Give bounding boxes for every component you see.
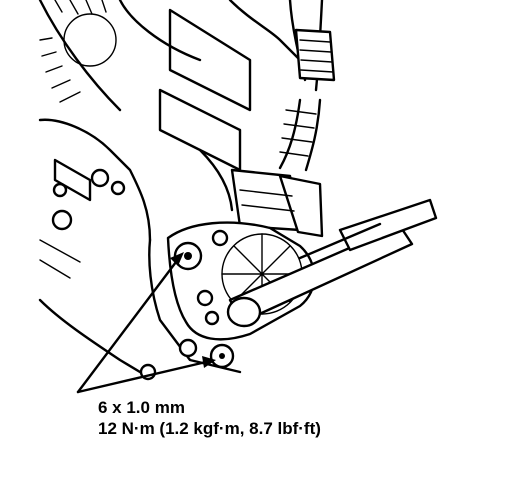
wiring-harness [230,0,336,238]
flywheel-ring-gear [38,0,202,112]
bolt-size-label: 6 x 1.0 mm [98,398,185,417]
switch-body [166,221,316,369]
control-shaft [226,198,438,328]
bolt-leader-arrows [76,252,216,394]
torque-spec-label: 12 N·m (1.2 kgf·m, 8.7 lbf·ft) [98,419,321,438]
